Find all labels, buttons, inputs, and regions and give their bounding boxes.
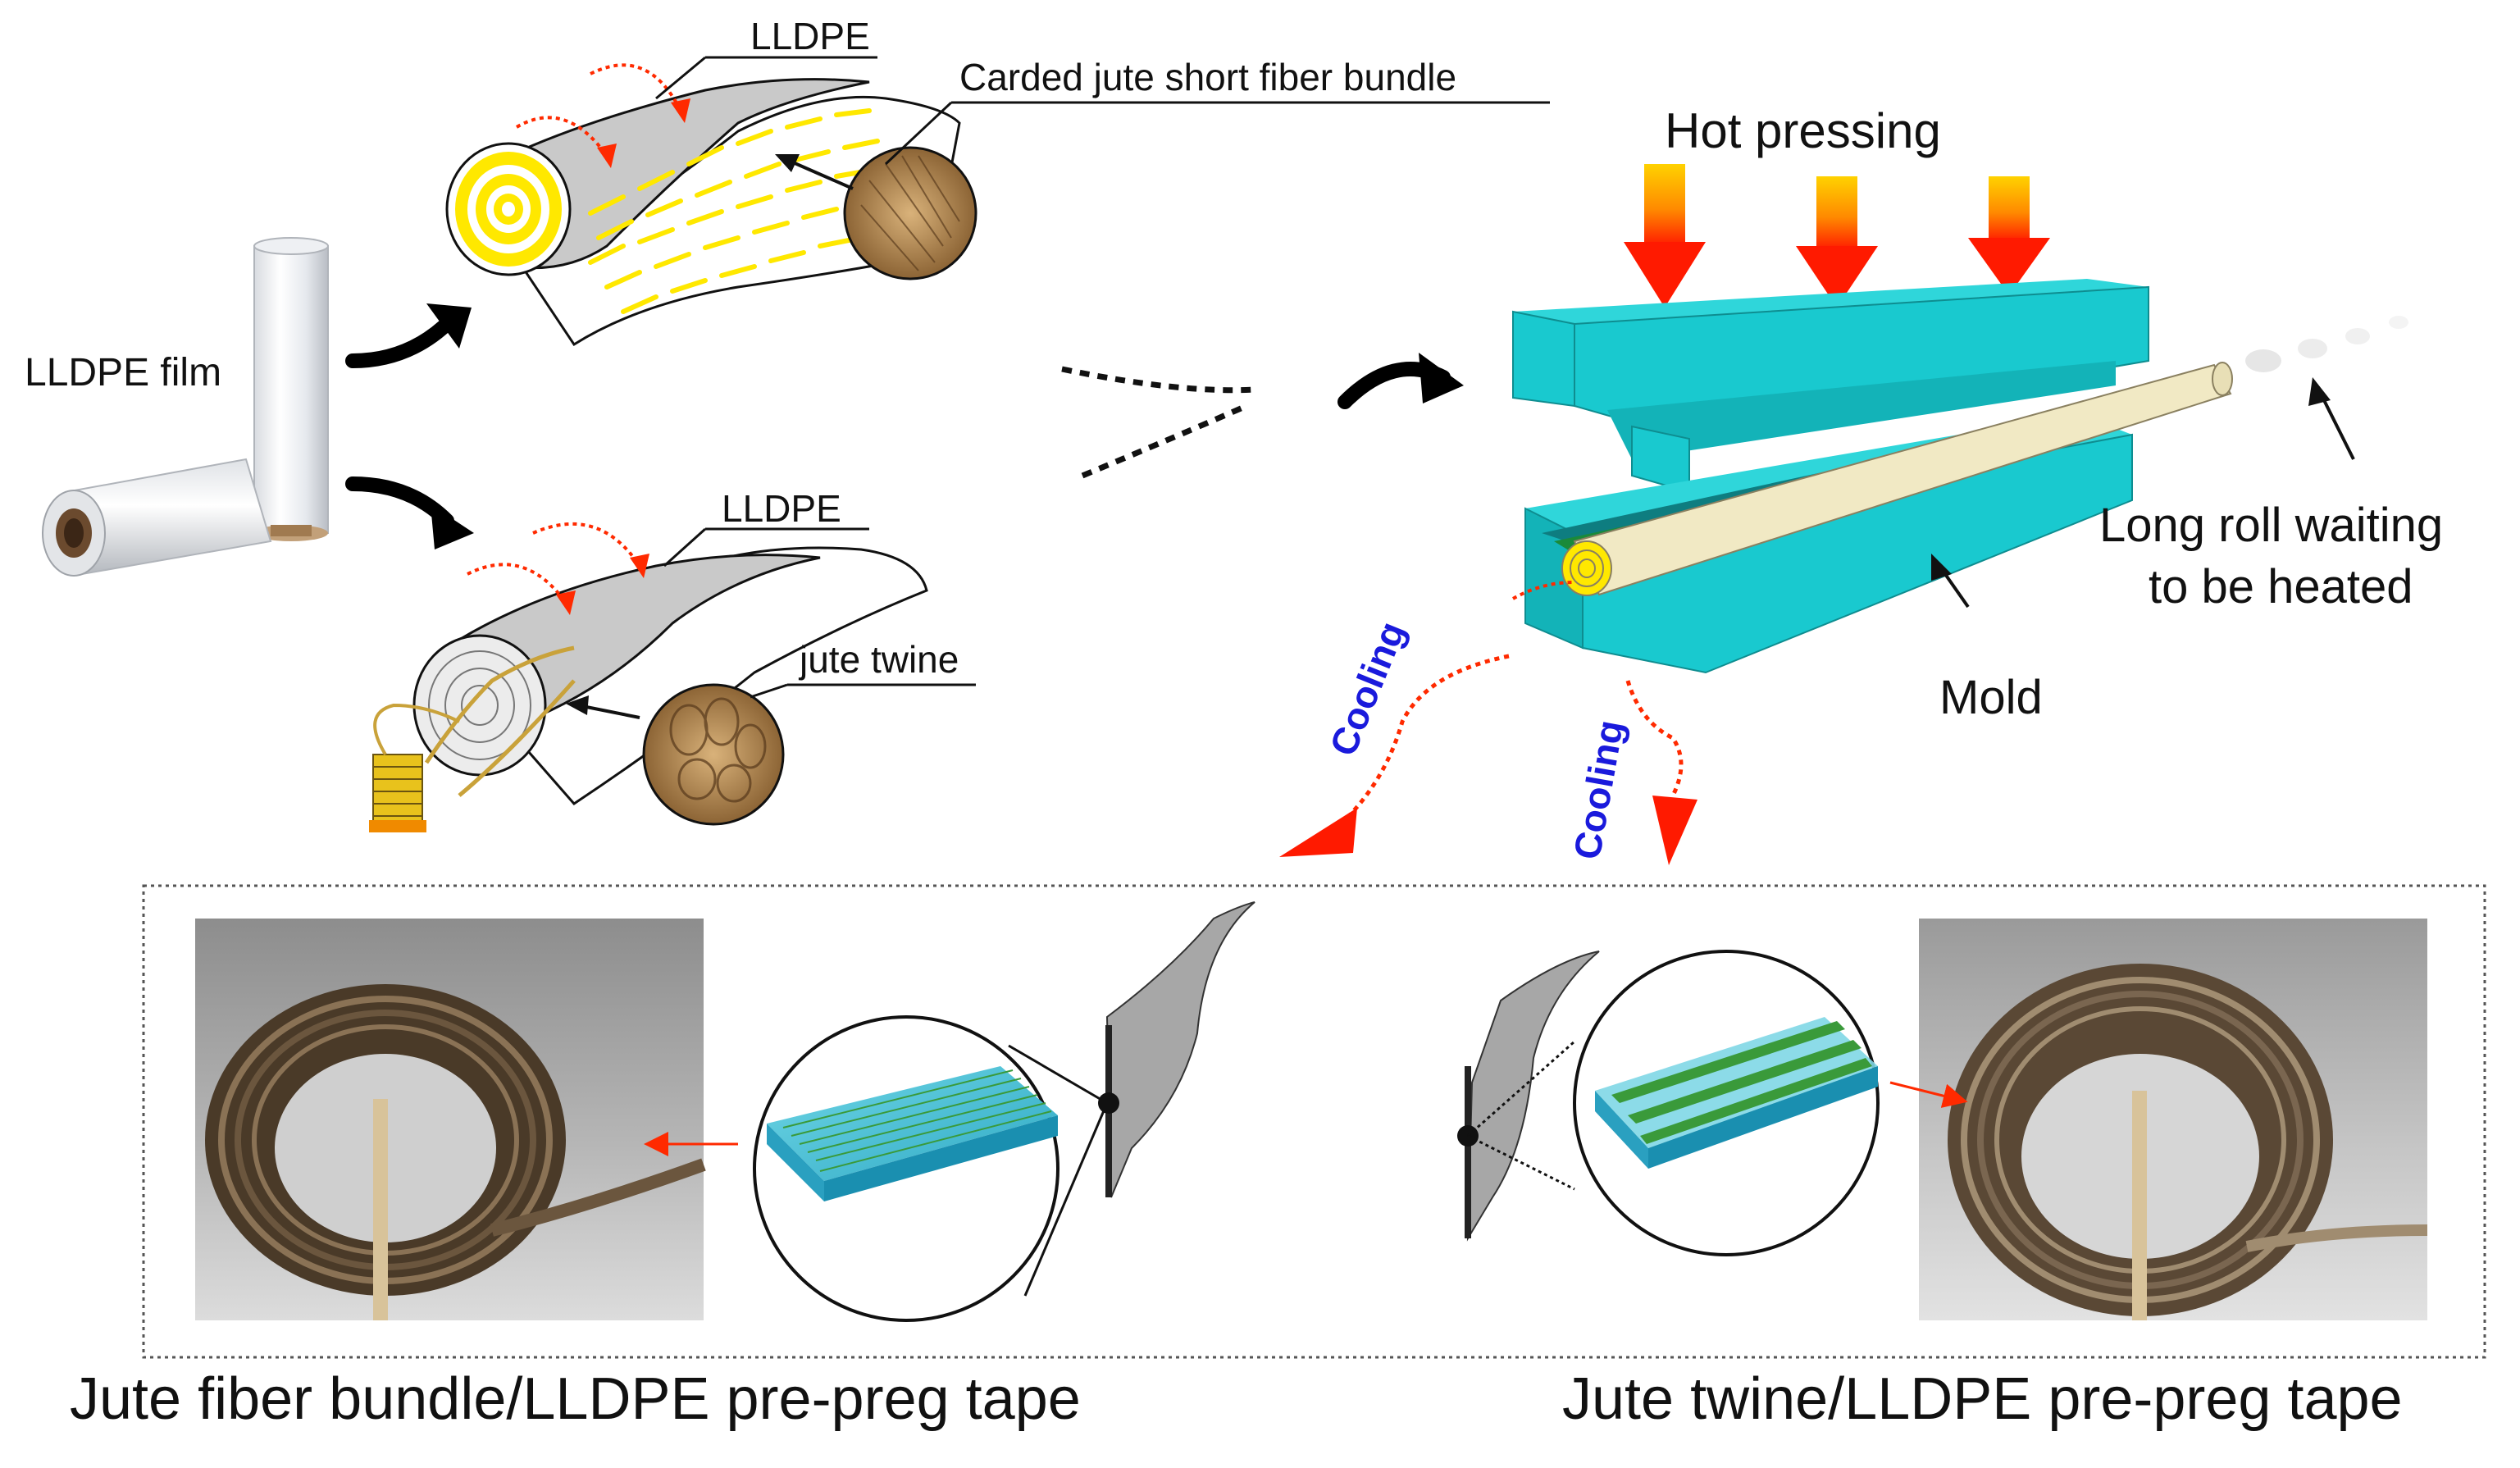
hot-pressing-arrow-icon	[1624, 164, 1706, 308]
carded-bundle-label: Carded jute short fiber bundle	[959, 56, 1456, 98]
hot-pressing-arrow-icon	[1968, 176, 2050, 295]
results-panel	[142, 884, 2486, 1359]
magnifier-circle-icon	[843, 146, 977, 280]
tape-structure-twine	[1595, 1017, 1878, 1169]
tape-structure-fiber-bundle	[767, 1066, 1058, 1201]
curved-arrow-icon	[345, 312, 458, 368]
long-roll-label-line2: to be heated	[2149, 560, 2413, 613]
mold-label: Mold	[1939, 671, 2043, 724]
lldpe-film-label: LLDPE film	[25, 351, 221, 394]
cooling-left-label: Cooling	[1321, 616, 1413, 762]
fiber-bundle-sheet	[445, 56, 1550, 347]
cooling-arrow-icon	[1343, 654, 1510, 822]
hot-pressing-label: Hot pressing	[1665, 103, 1941, 158]
lldpe-top-label: LLDPE	[750, 15, 870, 57]
hot-press-mold	[1512, 164, 2408, 674]
jute-twine-label: jute twine	[798, 638, 959, 681]
caption-fiber-bundle: Jute fiber bundle/LLDPE pre-preg tape	[70, 1366, 1081, 1432]
magnifier-circle-icon	[642, 683, 785, 826]
long-roll-label-line1: Long roll waiting	[2099, 499, 2443, 552]
caption-twine: Jute twine/LLDPE pre-preg tape	[1562, 1366, 2403, 1432]
cooling-right-label: Cooling	[1565, 717, 1632, 863]
cooling-arrow-icon	[1625, 680, 1684, 797]
lldpe-film-rolls	[42, 237, 329, 577]
tape-profile-left	[1098, 901, 1255, 1198]
jute-twine-sheet	[369, 522, 976, 832]
hot-pressing-arrow-icon	[1796, 176, 1878, 308]
lldpe-bottom-label: LLDPE	[722, 487, 841, 530]
photo-twine-tape	[1919, 919, 2428, 1320]
photo-fiber-bundle-tape	[195, 919, 706, 1320]
